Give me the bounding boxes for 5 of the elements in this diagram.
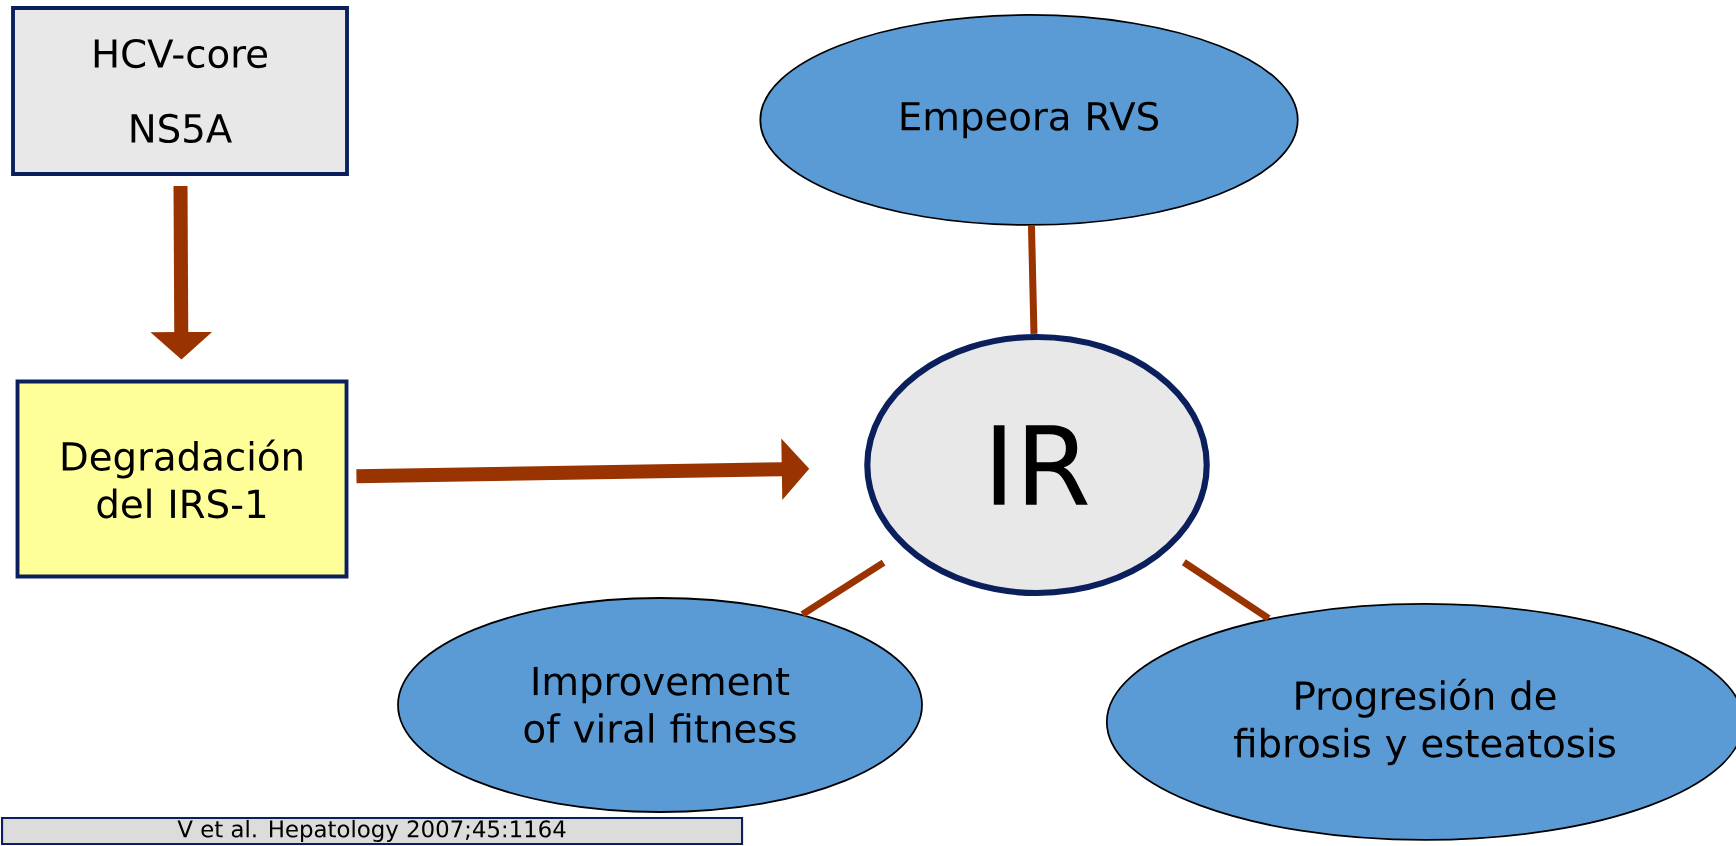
citation-box: V et al. Hepatology 2007;45:1164 — [1, 816, 744, 845]
protein-box: HCV-core NS5A — [11, 6, 349, 176]
connector-line — [1181, 559, 1271, 622]
connector-line — [800, 559, 886, 618]
process-box: Degradación del IRS-1 — [15, 379, 349, 579]
